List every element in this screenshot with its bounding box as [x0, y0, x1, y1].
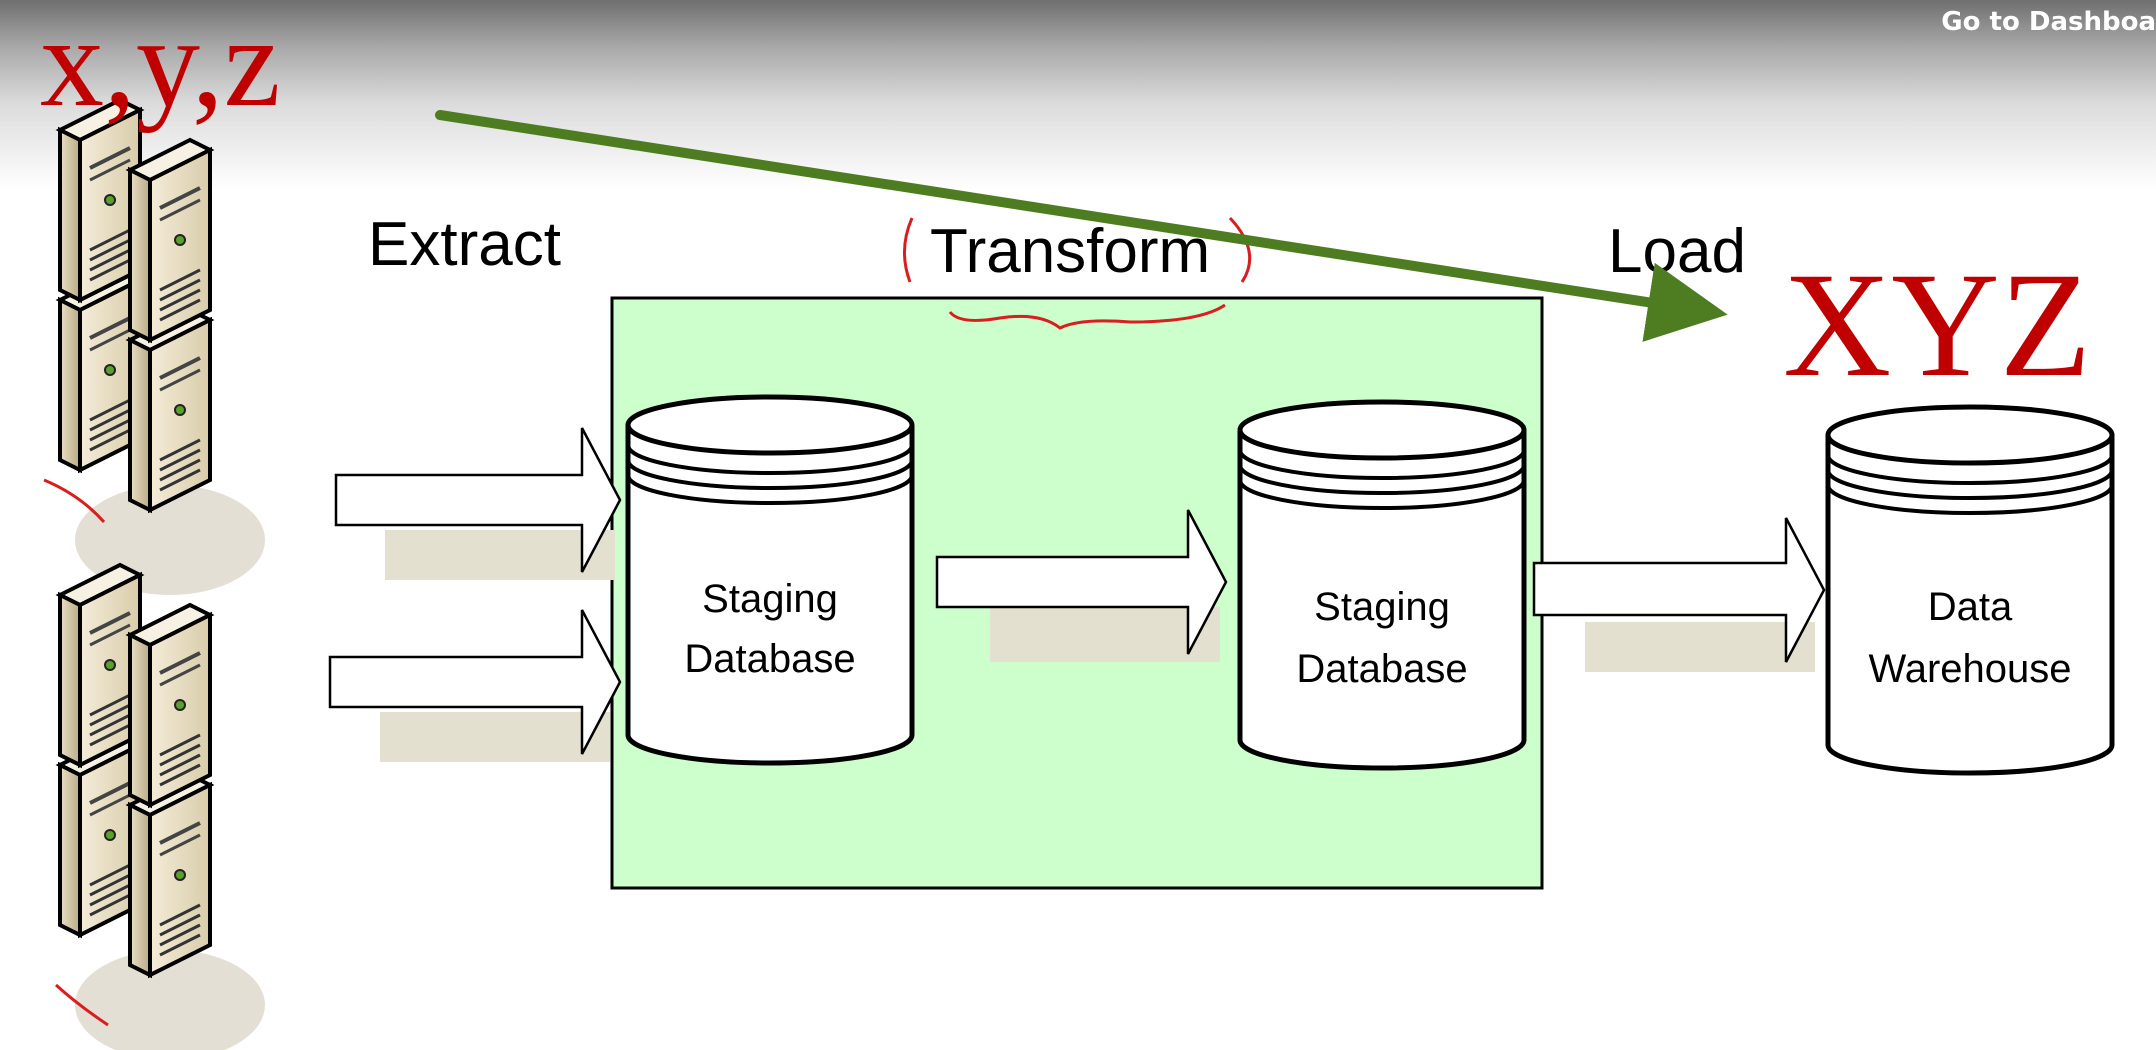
pen-arrow	[435, 110, 1728, 342]
data-warehouse-icon: Data Warehouse	[1825, 404, 2115, 776]
data-warehouse-label-line2: Warehouse	[1868, 647, 2071, 691]
transform-bracket-right	[1228, 216, 1252, 283]
arrow-shadow	[1585, 622, 1815, 672]
extract-label: Extract	[368, 210, 561, 279]
target-vars-annotation: XYZ	[1783, 242, 2091, 408]
staging-database-1-icon: Staging Database	[625, 394, 915, 766]
transform-underline	[948, 303, 1226, 330]
extract-arrow-top-icon	[334, 427, 622, 573]
source-server-bottom-icon	[60, 565, 265, 1050]
transform-bracket-left	[902, 217, 914, 283]
arrow-shadow	[385, 530, 615, 580]
source-server-top-icon	[60, 100, 265, 595]
server-bottom-mark	[54, 983, 109, 1027]
source-vars-annotation: x,y,z	[40, 0, 281, 133]
go-to-dashboard-link[interactable]: Go to Dashboa	[1941, 7, 2156, 37]
transform-arrow-icon	[935, 509, 1228, 655]
load-label: Load	[1608, 217, 1746, 286]
extract-arrow-bottom-icon	[328, 609, 622, 755]
arrow-shadow	[990, 607, 1220, 662]
staging-database-1-label-line2: Database	[684, 637, 855, 681]
staging-database-2-label-line1: Staging	[1314, 585, 1450, 629]
staging-database-2-icon: Staging Database	[1237, 399, 1527, 771]
server-top-mark	[43, 478, 106, 523]
staging-database-1-label-line1: Staging	[702, 577, 838, 621]
arrow-shadow	[380, 712, 610, 762]
load-arrow-icon	[1532, 517, 1826, 663]
data-warehouse-label-line1: Data	[1928, 585, 2013, 629]
staging-database-2-label-line2: Database	[1296, 647, 1467, 691]
video-top-overlay	[0, 0, 2156, 190]
